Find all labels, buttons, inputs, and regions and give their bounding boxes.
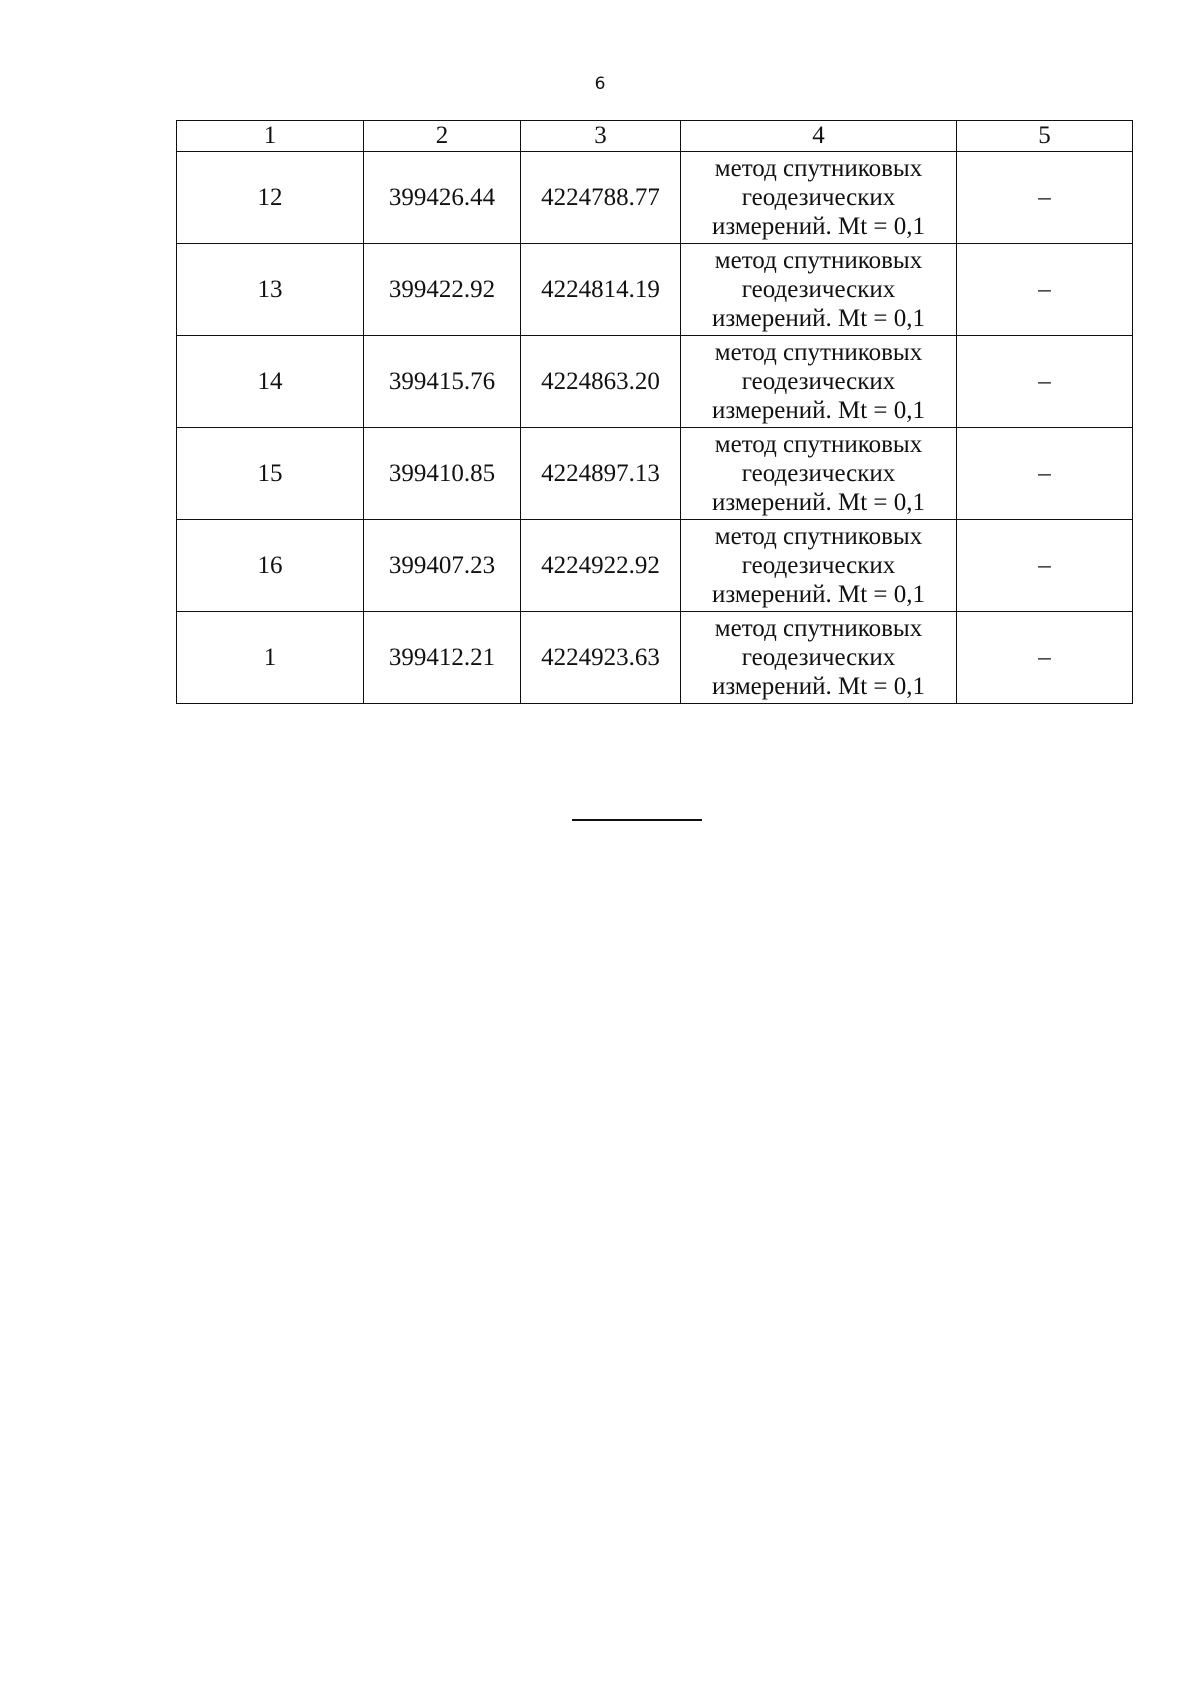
method-cell: метод спутниковых геодезических измерени… (680, 611, 957, 704)
point-number-cell: 12 (176, 151, 364, 244)
table-row: 16 399407.23 4224922.92 метод спутниковы… (176, 519, 1133, 612)
x-coordinate-cell: 399410.85 (363, 427, 521, 520)
point-number-cell: 1 (176, 611, 364, 704)
note-cell: – (956, 427, 1133, 520)
point-number-cell: 14 (176, 335, 364, 428)
column-header-2: 2 (363, 120, 521, 152)
x-coordinate-cell: 399407.23 (363, 519, 521, 612)
y-coordinate-cell: 4224863.20 (520, 335, 681, 428)
table-row: 14 399415.76 4224863.20 метод спутниковы… (176, 335, 1133, 428)
x-coordinate-cell: 399426.44 (363, 151, 521, 244)
method-cell: метод спутниковых геодезических измерени… (680, 519, 957, 612)
point-number-cell: 13 (176, 243, 364, 336)
table-row: 12 399426.44 4224788.77 метод спутниковы… (176, 151, 1133, 244)
method-cell: метод спутниковых геодезических измерени… (680, 335, 957, 428)
end-of-document-rule (572, 819, 702, 821)
note-cell: – (956, 611, 1133, 704)
y-coordinate-cell: 4224897.13 (520, 427, 681, 520)
note-cell: – (956, 243, 1133, 336)
x-coordinate-cell: 399422.92 (363, 243, 521, 336)
column-header-5: 5 (956, 120, 1133, 152)
column-header-4: 4 (680, 120, 957, 152)
method-cell: метод спутниковых геодезических измерени… (680, 243, 957, 336)
method-cell: метод спутниковых геодезических измерени… (680, 151, 957, 244)
note-cell: – (956, 151, 1133, 244)
point-number-cell: 16 (176, 519, 364, 612)
column-header-1: 1 (176, 120, 364, 152)
y-coordinate-cell: 4224923.63 (520, 611, 681, 704)
note-cell: – (956, 335, 1133, 428)
x-coordinate-cell: 399415.76 (363, 335, 521, 428)
coordinates-table: 1 2 3 4 5 12 399426.44 4224788.77 метод … (176, 120, 1133, 704)
table-row: 13 399422.92 4224814.19 метод спутниковы… (176, 243, 1133, 336)
column-header-3: 3 (520, 120, 681, 152)
y-coordinate-cell: 4224814.19 (520, 243, 681, 336)
method-cell: метод спутниковых геодезических измерени… (680, 427, 957, 520)
table-row: 1 399412.21 4224923.63 метод спутниковых… (176, 611, 1133, 704)
table-row: 15 399410.85 4224897.13 метод спутниковы… (176, 427, 1133, 520)
x-coordinate-cell: 399412.21 (363, 611, 521, 704)
page-number: 6 (594, 74, 606, 94)
y-coordinate-cell: 4224788.77 (520, 151, 681, 244)
y-coordinate-cell: 4224922.92 (520, 519, 681, 612)
table-header-row: 1 2 3 4 5 (176, 120, 1133, 152)
point-number-cell: 15 (176, 427, 364, 520)
note-cell: – (956, 519, 1133, 612)
